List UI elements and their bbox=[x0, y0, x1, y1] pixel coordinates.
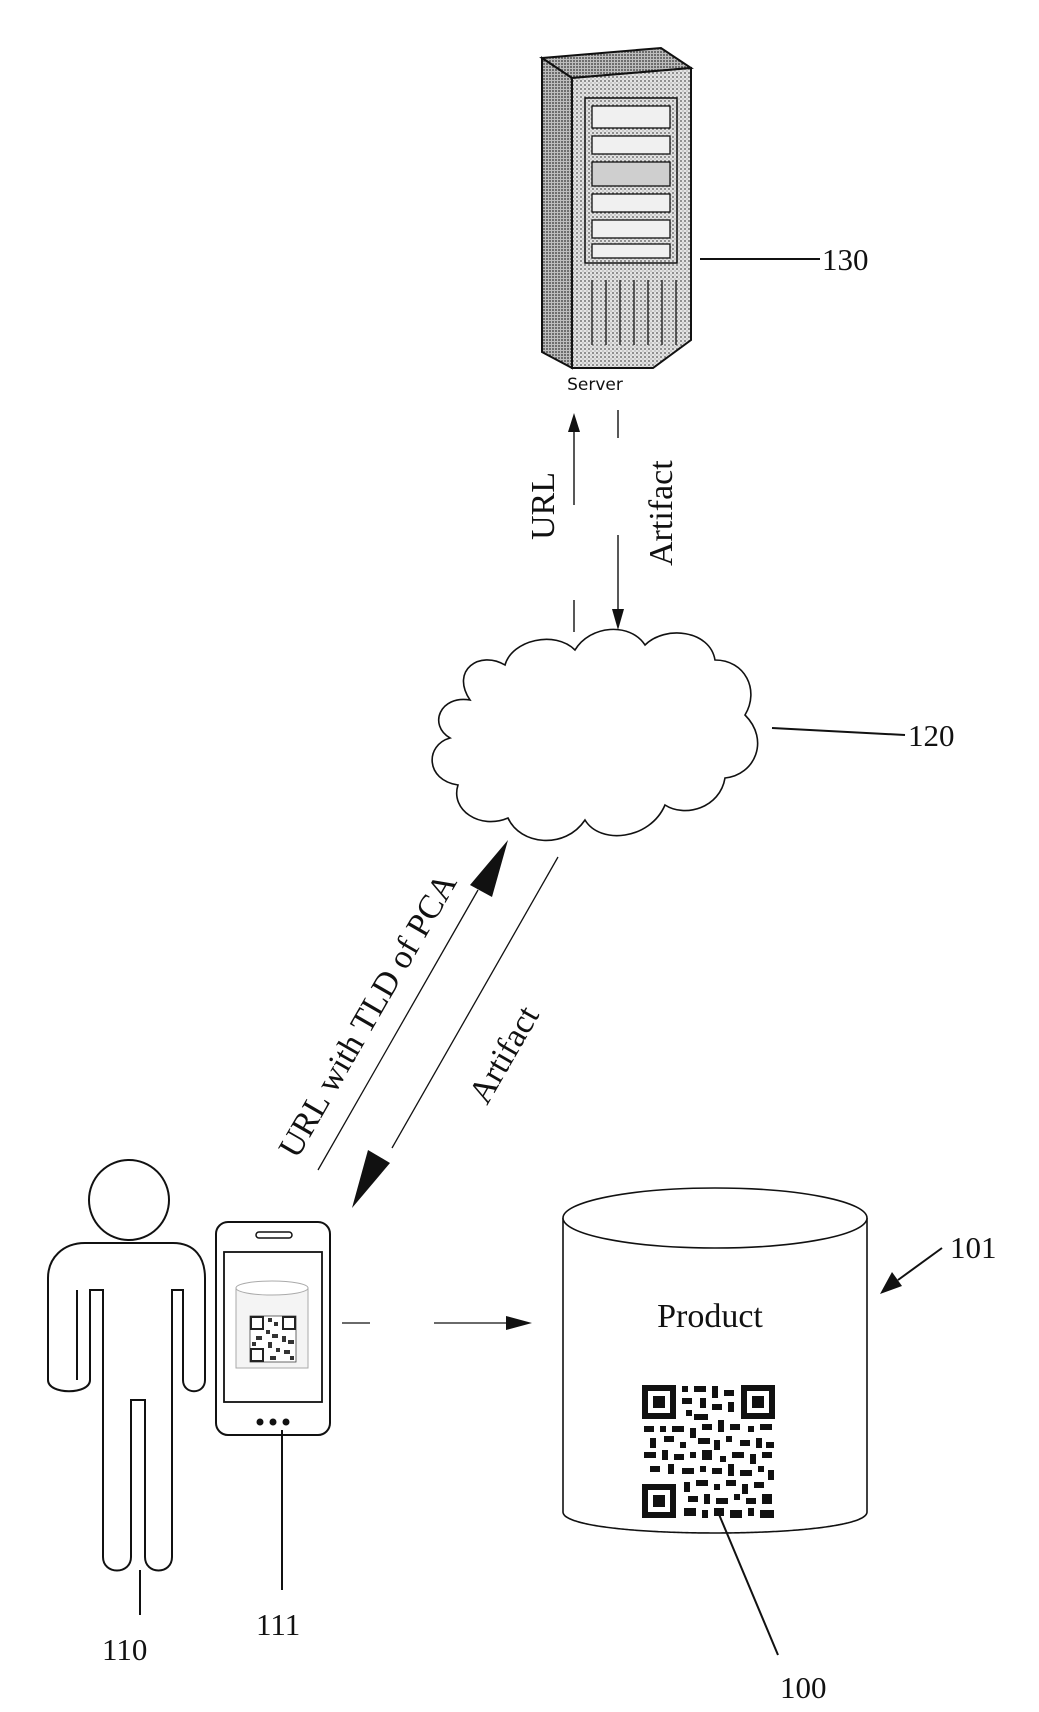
leader-120 bbox=[772, 728, 905, 735]
leader-100 bbox=[718, 1512, 778, 1655]
ref-101: 101 bbox=[950, 1230, 997, 1265]
product-qr-code-icon bbox=[640, 1383, 777, 1520]
ref-100: 100 bbox=[780, 1670, 827, 1705]
url-with-tld-label: URL with TLD of PCA bbox=[272, 867, 465, 1164]
screen-qr-code-icon bbox=[250, 1316, 296, 1362]
network-cloud-icon bbox=[432, 629, 757, 840]
scan-arrow bbox=[342, 1316, 532, 1330]
server-icon bbox=[542, 48, 691, 368]
url-label: URL bbox=[525, 472, 562, 540]
user-person-icon bbox=[48, 1160, 205, 1571]
product-label: Product bbox=[657, 1298, 763, 1335]
ref-130: 130 bbox=[822, 242, 869, 277]
ref-111: 111 bbox=[256, 1607, 300, 1642]
artifact-label-top: Artifact bbox=[643, 460, 680, 566]
url-upload-arrow bbox=[568, 413, 580, 632]
mobile-device-icon bbox=[216, 1222, 330, 1435]
artifact-label-bottom: Artifact bbox=[462, 999, 547, 1110]
ref-120: 120 bbox=[908, 718, 955, 753]
url-with-tld-arrow bbox=[318, 840, 508, 1170]
artifact-download-arrow bbox=[612, 410, 624, 630]
leader-101-arrow bbox=[880, 1248, 942, 1294]
server-caption: Server bbox=[567, 375, 623, 395]
ref-110: 110 bbox=[102, 1632, 147, 1667]
